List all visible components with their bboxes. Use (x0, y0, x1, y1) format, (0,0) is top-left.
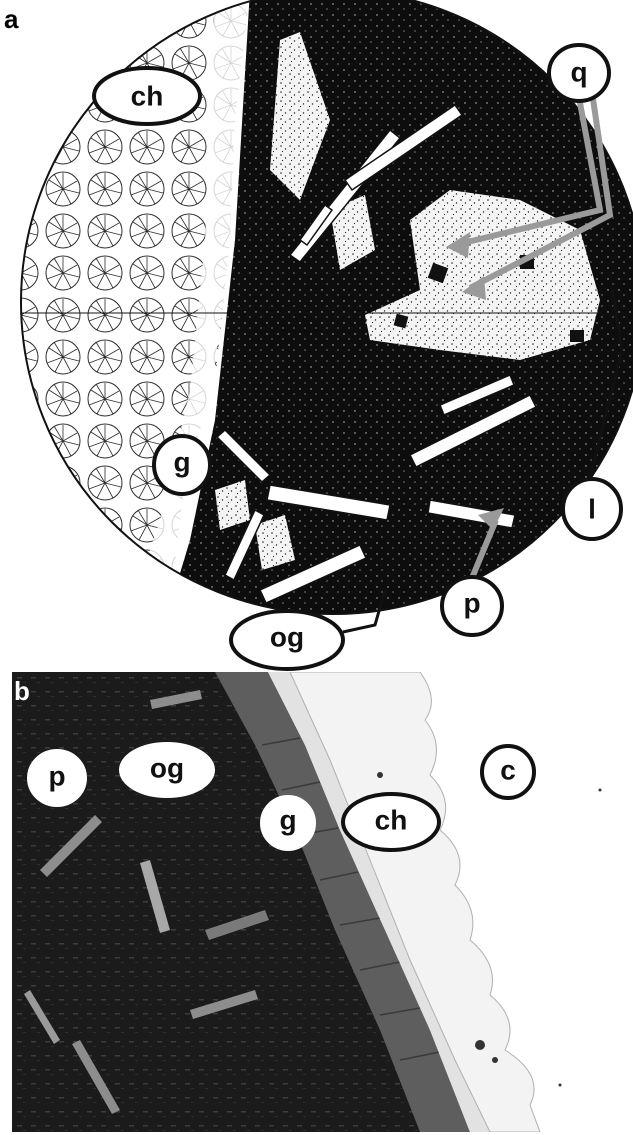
label-ch-b: ch (343, 794, 439, 850)
panel-a-letter: a (4, 4, 19, 34)
svg-text:c: c (500, 755, 516, 786)
svg-text:g: g (279, 805, 296, 836)
label-c-b: c (482, 746, 534, 798)
svg-text:og: og (270, 622, 304, 653)
label-og-b: og (120, 743, 214, 797)
label-g-b: g (261, 796, 315, 850)
label-og-a: og (231, 611, 343, 669)
svg-text:q: q (570, 57, 587, 88)
label-q-a: q (549, 45, 609, 101)
photomicrograph (12, 672, 620, 1132)
label-p-a: p (442, 577, 502, 635)
label-ch-a: ch (94, 68, 200, 124)
svg-text:ch: ch (131, 81, 164, 112)
svg-text:ch: ch (375, 805, 408, 836)
svg-text:g: g (173, 447, 190, 478)
label-l-a: l (563, 479, 621, 539)
svg-text:p: p (48, 761, 65, 792)
svg-text:og: og (150, 753, 184, 784)
svg-text:p: p (463, 588, 480, 619)
panel-b-letter: b (14, 676, 30, 706)
label-g-a: g (154, 436, 210, 494)
label-p-b: p (28, 750, 86, 806)
svg-text:l: l (588, 494, 596, 525)
